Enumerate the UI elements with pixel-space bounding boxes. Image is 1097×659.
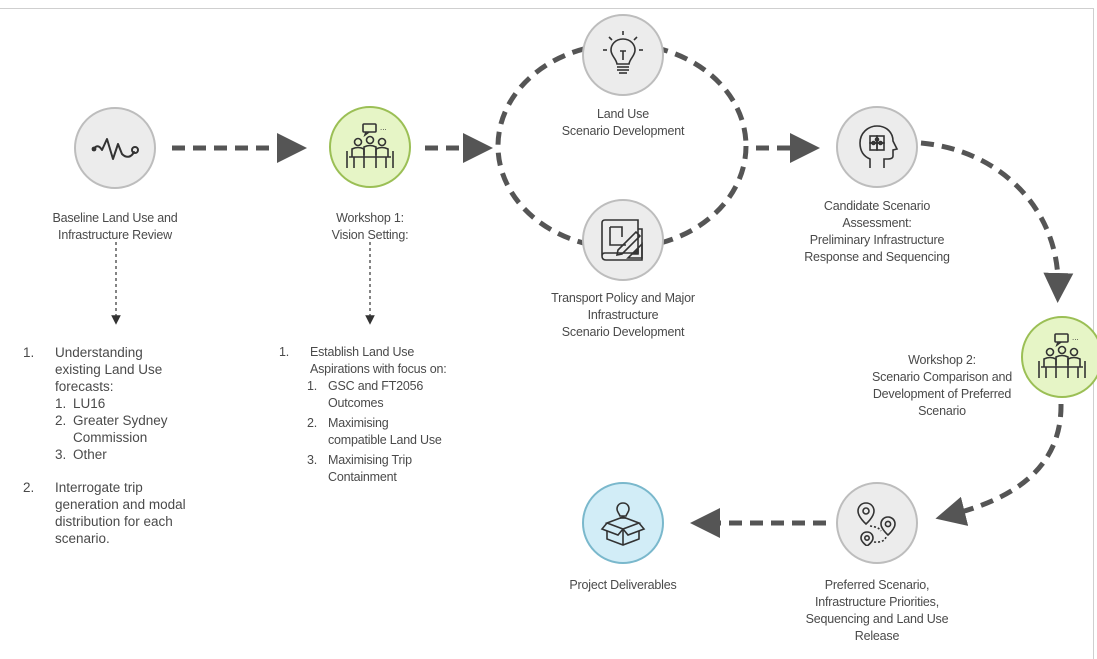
label-transport: Transport Policy and Major Infrastructur… bbox=[551, 291, 695, 339]
node-land-use bbox=[582, 14, 664, 96]
baseline-list-item-1: 1. Understanding existing Land Use forec… bbox=[23, 345, 163, 394]
baseline-list-item-2: 2. Interrogate trip generation and modal… bbox=[23, 480, 186, 546]
node-workshop2: ... bbox=[1021, 316, 1097, 398]
arrow-workshop2-to-preferred bbox=[935, 403, 1064, 526]
label-candidate: Candidate Scenario Assessment: Prelimina… bbox=[804, 199, 950, 264]
meeting-people-icon: ... bbox=[1038, 333, 1086, 378]
head-puzzle-icon bbox=[859, 125, 899, 168]
node-deliverables bbox=[582, 482, 664, 564]
blueprint-drafting-icon bbox=[601, 219, 643, 261]
label-workshop2: Workshop 2: Scenario Comparison and Deve… bbox=[872, 353, 1012, 418]
baseline-list: 1. Understanding existing Land Use forec… bbox=[0, 344, 250, 547]
meeting-people-icon: ... bbox=[346, 123, 394, 168]
node-candidate bbox=[836, 106, 918, 188]
baseline-sublist-item-3: 3. Other bbox=[55, 447, 107, 462]
workshop1-sublist-item-3: 3. Maximising Trip Containment bbox=[307, 453, 412, 484]
label-preferred: Preferred Scenario, Infrastructure Prior… bbox=[805, 578, 949, 643]
label-deliverables: Project Deliverables bbox=[569, 578, 677, 592]
workshop1-sublist-item-2: 2. Maximising compatible Land Use bbox=[307, 416, 442, 447]
lightbulb-icon bbox=[603, 31, 643, 74]
arrow-candidate-to-workshop2 bbox=[920, 140, 1074, 303]
map-pins-route-icon bbox=[857, 502, 896, 546]
label-baseline: Baseline Land Use and Infrastructure Rev… bbox=[52, 211, 178, 242]
workshop1-sublist-item-1: 1. GSC and FT2056 Outcomes bbox=[307, 379, 424, 410]
node-transport bbox=[582, 199, 664, 281]
heartbeat-pulse-icon bbox=[91, 138, 139, 160]
svg-text:...: ... bbox=[1072, 333, 1079, 342]
open-box-idea-icon bbox=[600, 502, 646, 546]
node-baseline bbox=[74, 107, 156, 189]
workshop1-list-item-1: 1. Establish Land Use Aspirations with f… bbox=[279, 345, 447, 376]
label-land-use: Land Use Scenario Development bbox=[561, 107, 685, 138]
frame-top-border bbox=[0, 8, 1093, 9]
baseline-sublist-item-2: 2. Greater Sydney Commission bbox=[55, 413, 168, 445]
node-workshop1: ... bbox=[329, 106, 411, 188]
workshop1-list: 1. Establish Land Use Aspirations with f… bbox=[270, 344, 490, 486]
node-preferred bbox=[836, 482, 918, 564]
baseline-sublist-item-1: 1. LU16 bbox=[55, 396, 106, 411]
svg-text:...: ... bbox=[380, 123, 387, 132]
label-workshop1: Workshop 1: Vision Setting: bbox=[331, 211, 409, 242]
